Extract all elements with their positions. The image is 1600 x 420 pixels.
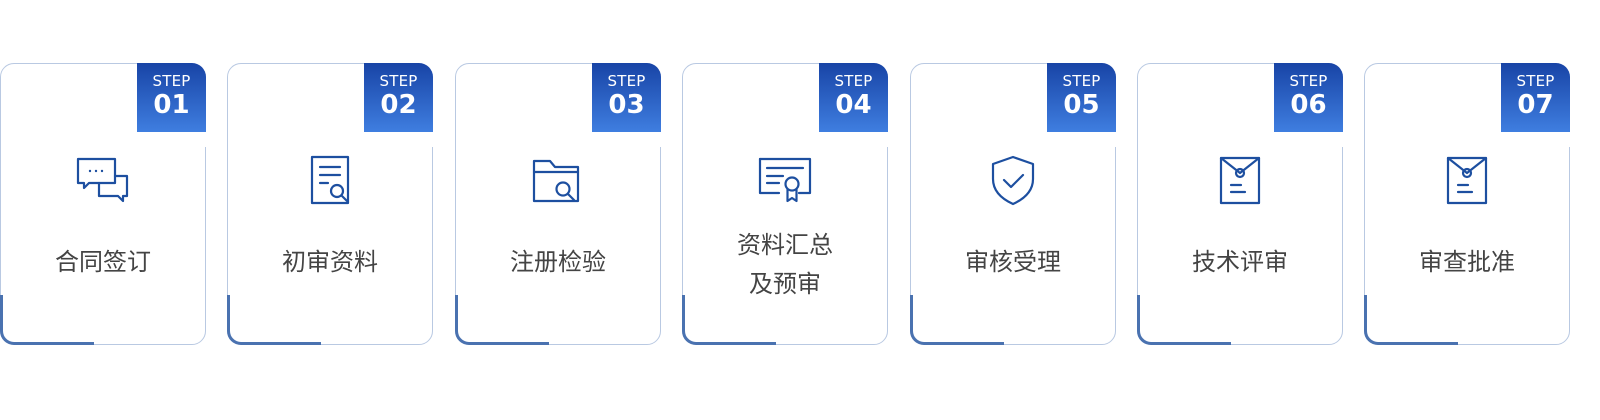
- card-frame: [1137, 63, 1343, 345]
- chat-bubbles-icon: [75, 155, 131, 207]
- step-word: STEP: [379, 72, 418, 90]
- folder-search-icon: [530, 155, 586, 207]
- step-label: 审查批准: [1364, 243, 1570, 282]
- document-search-icon: [302, 155, 358, 207]
- step-word: STEP: [607, 72, 646, 90]
- step-badge: STEP 05: [1047, 63, 1116, 132]
- step-label-line: 注册检验: [510, 248, 606, 276]
- step-word: STEP: [1062, 72, 1101, 90]
- step-badge: STEP 03: [592, 63, 661, 132]
- step-badge: STEP 07: [1501, 63, 1570, 132]
- step-label: 审核受理: [910, 243, 1116, 282]
- step-label-line: 审查批准: [1419, 248, 1515, 276]
- certificate-icon: [757, 155, 813, 207]
- card-frame: [682, 63, 888, 345]
- sealed-envelope-icon: [1439, 155, 1495, 207]
- step-card-3: STEP 03 注册检验: [455, 63, 661, 345]
- step-card-7: STEP 07 审查批准: [1364, 63, 1570, 345]
- step-card-4: STEP 04 资料汇总 及预审: [682, 63, 888, 345]
- card-frame: [1364, 63, 1570, 345]
- step-number: 07: [1517, 90, 1554, 120]
- card-corner-accent: [1137, 295, 1231, 345]
- step-label: 合同签订: [0, 243, 206, 282]
- step-number: 01: [153, 90, 190, 120]
- step-label-line: 初审资料: [282, 248, 378, 276]
- step-card-5: STEP 05 审核受理: [910, 63, 1116, 345]
- step-card-6: STEP 06 技术评审: [1137, 63, 1343, 345]
- step-word: STEP: [834, 72, 873, 90]
- card-frame: [910, 63, 1116, 345]
- shield-check-icon: [985, 155, 1041, 207]
- step-number: 03: [608, 90, 645, 120]
- step-label-line: 技术评审: [1192, 248, 1288, 276]
- card-corner-accent: [227, 295, 321, 345]
- step-label: 资料汇总 及预审: [682, 226, 888, 304]
- step-number: 04: [835, 90, 872, 120]
- card-corner-accent: [910, 295, 1004, 345]
- step-label-line: 审核受理: [965, 248, 1061, 276]
- card-corner-accent: [682, 295, 776, 345]
- step-label: 初审资料: [227, 243, 433, 282]
- card-frame: [227, 63, 433, 345]
- step-word: STEP: [1516, 72, 1555, 90]
- card-corner-accent: [1364, 295, 1458, 345]
- step-number: 02: [380, 90, 417, 120]
- step-badge: STEP 01: [137, 63, 206, 132]
- step-label: 技术评审: [1137, 243, 1343, 282]
- step-number: 06: [1290, 90, 1327, 120]
- card-frame: [0, 63, 206, 345]
- card-corner-accent: [455, 295, 549, 345]
- step-label-line: 资料汇总: [737, 231, 833, 259]
- card-frame: [455, 63, 661, 345]
- step-badge: STEP 06: [1274, 63, 1343, 132]
- step-label-line: 合同签订: [55, 248, 151, 276]
- step-word: STEP: [152, 72, 191, 90]
- sealed-envelope-icon: [1212, 155, 1268, 207]
- step-word: STEP: [1289, 72, 1328, 90]
- step-label: 注册检验: [455, 243, 661, 282]
- step-card-2: STEP 02 初审资料: [227, 63, 433, 345]
- step-label-line: 及预审: [749, 270, 821, 298]
- step-badge: STEP 04: [819, 63, 888, 132]
- step-card-1: STEP 01 合同签订: [0, 63, 206, 345]
- step-number: 05: [1063, 90, 1100, 120]
- card-corner-accent: [0, 295, 94, 345]
- step-badge: STEP 02: [364, 63, 433, 132]
